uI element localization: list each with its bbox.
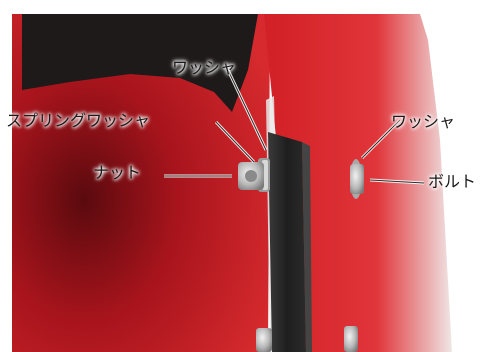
black-plate-edge — [302, 142, 312, 352]
leader-washer-top — [227, 69, 267, 151]
lower-nut-shape — [256, 328, 272, 352]
leader-washer-right — [361, 119, 401, 159]
label-spring-washer: スプリングワッシャ — [6, 111, 151, 130]
label-bolt: ボルト — [428, 172, 477, 191]
label-washer-right: ワッシャ — [391, 112, 456, 131]
leader-spring-washer — [215, 121, 255, 163]
leader-bolt — [369, 179, 425, 184]
lower-bolt-head-shape — [344, 326, 358, 352]
red-interior — [12, 14, 270, 352]
black-plate — [268, 132, 306, 352]
label-washer-top: ワッシャ — [172, 58, 237, 77]
bolt-head-shape — [350, 164, 364, 194]
nut-bolt-tip — [245, 170, 257, 182]
black-fabric — [22, 14, 258, 112]
label-nut: ナット — [93, 163, 142, 182]
